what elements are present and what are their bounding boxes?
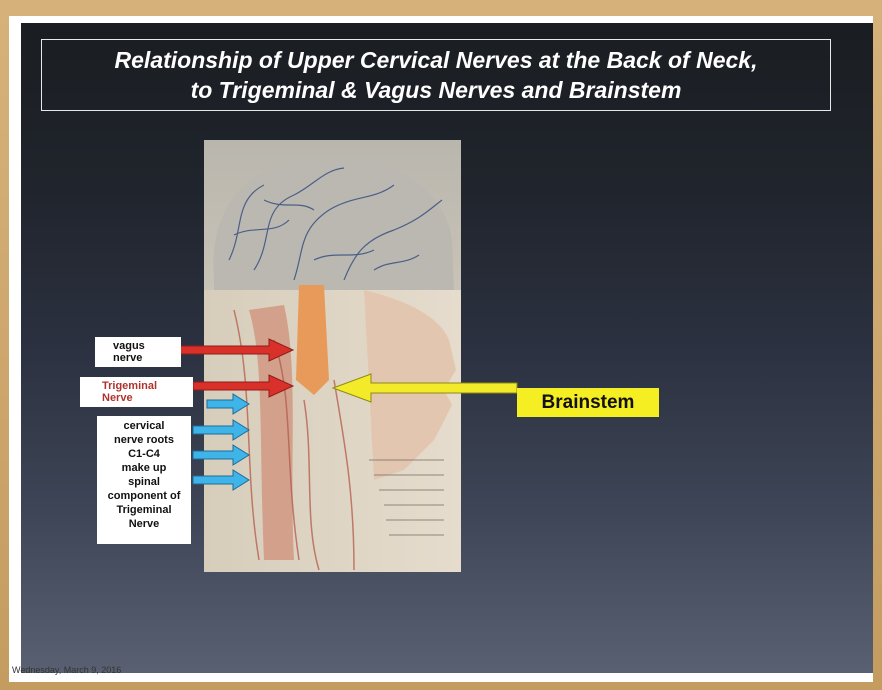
cervical-label-line: Nerve	[97, 517, 191, 531]
c3-arrow	[193, 445, 249, 465]
c1-arrow	[207, 394, 249, 414]
cervical-label-line: Trigeminal	[97, 503, 191, 517]
c2-arrow	[193, 420, 249, 440]
cervical-nerve-roots-label: cervical nerve roots C1-C4 make up spina…	[97, 416, 191, 544]
c4-arrow	[193, 470, 249, 490]
trigeminal-arrow	[193, 375, 293, 397]
vagus-nerve-label: vagus nerve	[95, 337, 181, 367]
cervical-label-line: nerve roots	[97, 433, 191, 447]
trigeminal-label-line-1: Trigeminal	[102, 380, 193, 392]
brainstem-arrow	[333, 374, 517, 402]
vagus-label-line-2: nerve	[113, 352, 181, 364]
trigeminal-nerve-label: Trigeminal Nerve	[80, 377, 193, 407]
cervical-label-line: cervical	[97, 419, 191, 433]
cervical-label-line: C1-C4	[97, 447, 191, 461]
vagus-label-line-1: vagus	[113, 340, 181, 352]
slide-canvas: Relationship of Upper Cervical Nerves at…	[21, 23, 873, 673]
vagus-arrow	[166, 339, 293, 361]
trigeminal-label-line-2: Nerve	[102, 392, 193, 404]
slide-page: Relationship of Upper Cervical Nerves at…	[9, 16, 873, 682]
cervical-label-line: make up	[97, 461, 191, 475]
cervical-label-line: spinal	[97, 475, 191, 489]
brainstem-label: Brainstem	[517, 388, 659, 417]
footer-date: Wednesday, March 9, 2016	[12, 665, 121, 675]
cervical-label-line: component of	[97, 489, 191, 503]
